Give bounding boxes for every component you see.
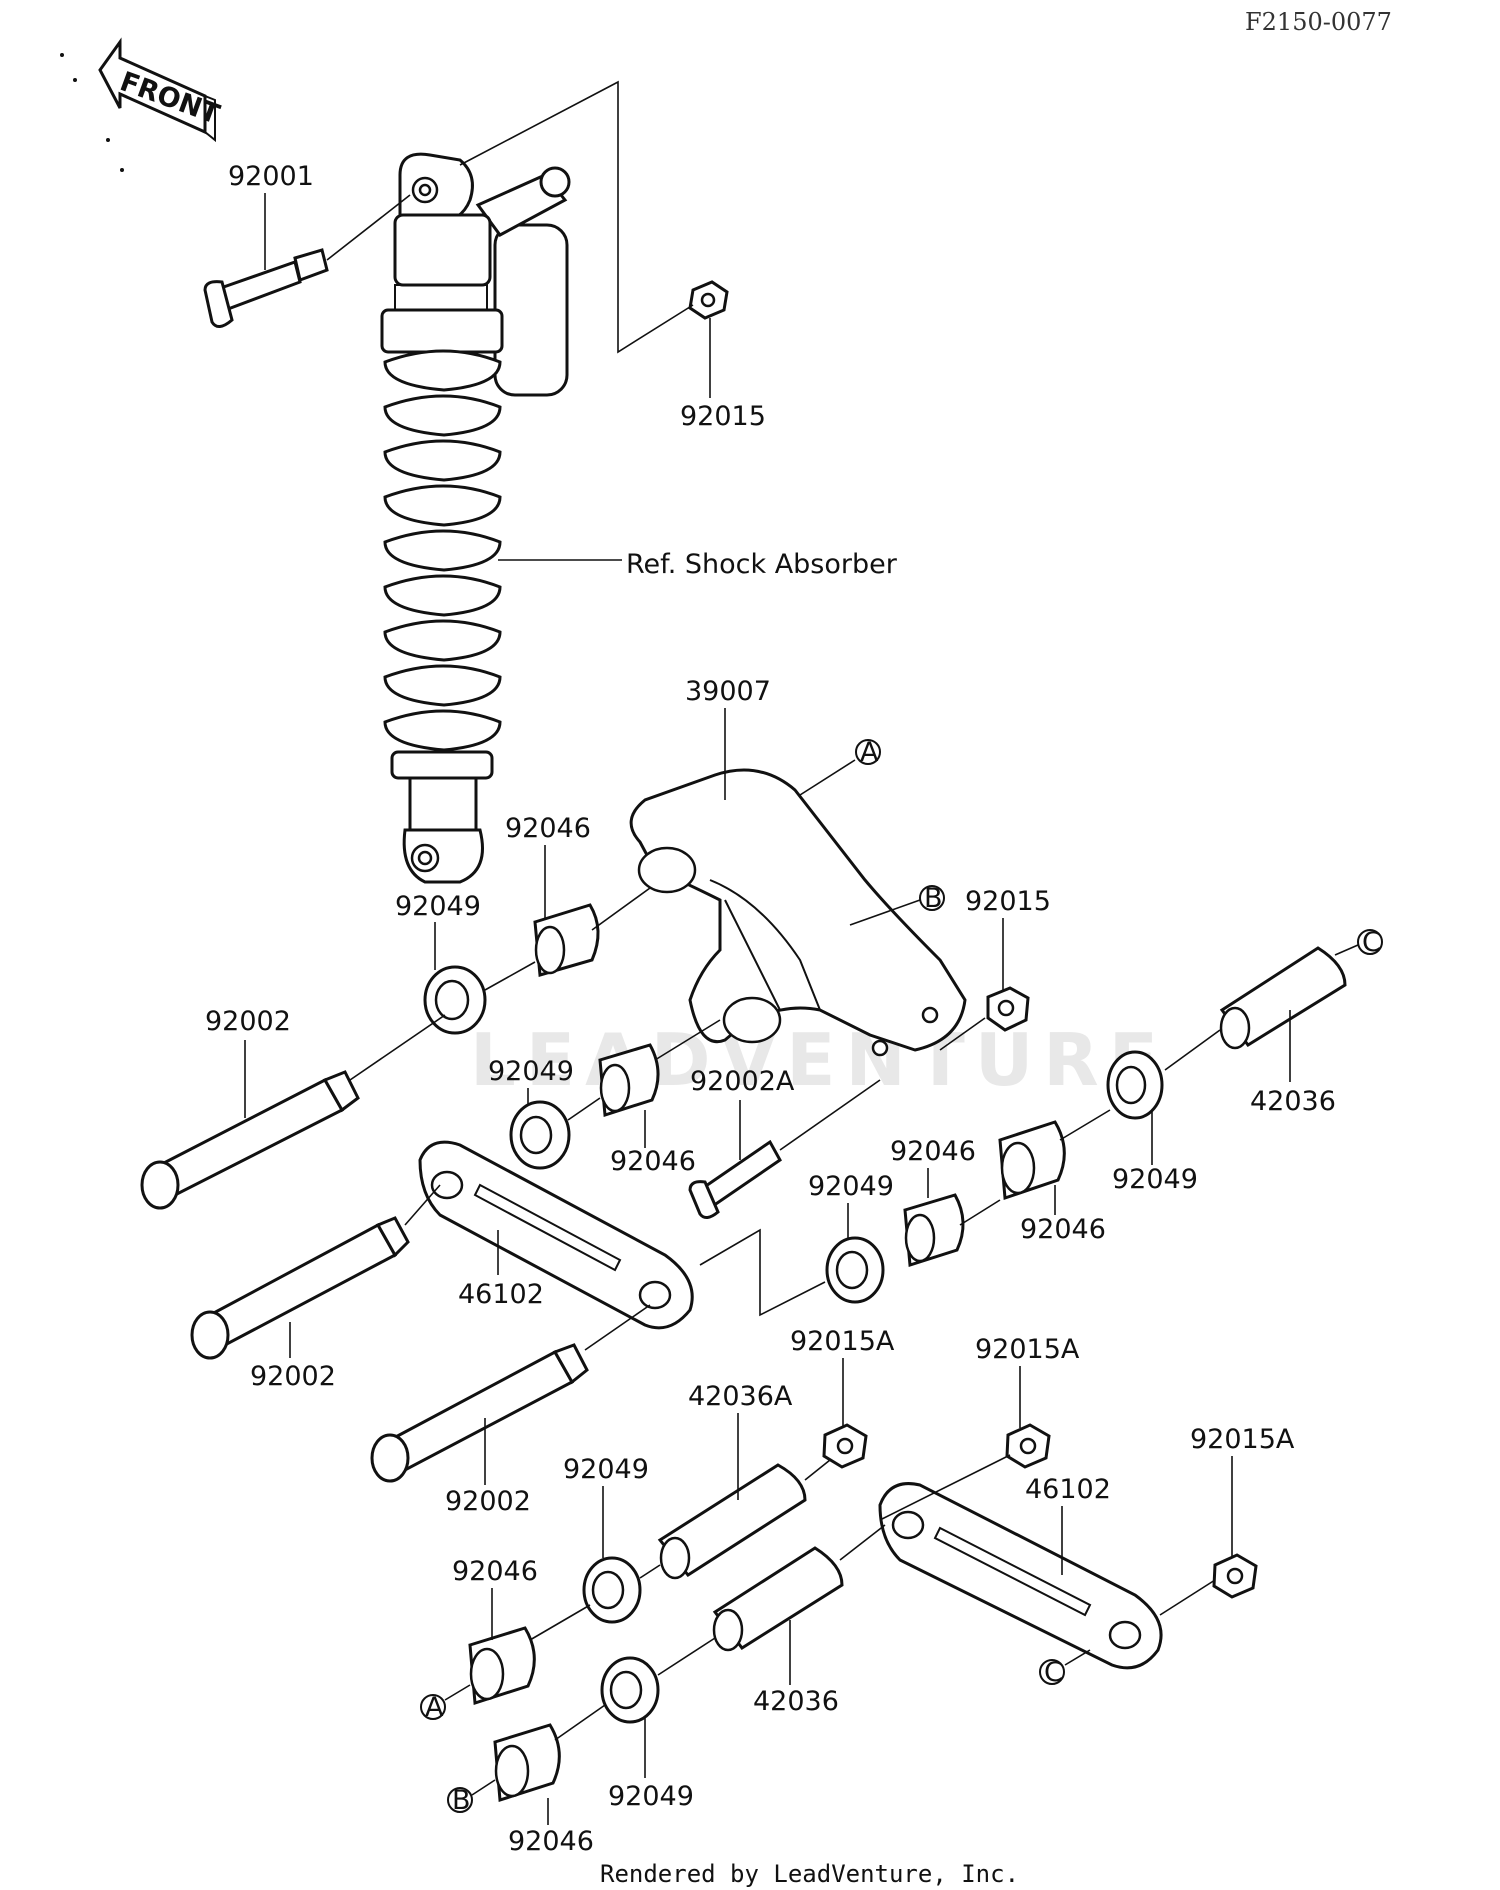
label-92001: 92001 <box>228 161 314 192</box>
label-92015A-c: 92015A <box>1190 1424 1295 1455</box>
callout-a-bottom <box>420 1694 446 1720</box>
label-92046-c: 92046 <box>890 1136 976 1167</box>
seal-92049-b <box>509 1100 571 1170</box>
callout-a-top-label: A <box>860 737 879 768</box>
label-42036A: 42036A <box>688 1381 793 1412</box>
pin-92002-a <box>140 1070 360 1210</box>
seal-92049-d <box>1106 1050 1164 1120</box>
ref-shock-absorber-label: Ref. Shock Absorber <box>626 549 898 580</box>
label-92002A: 92002A <box>690 1066 795 1097</box>
label-92046-d: 92046 <box>1020 1214 1106 1245</box>
label-92002-a: 92002 <box>205 1006 291 1037</box>
callout-b-bottom <box>447 1787 473 1813</box>
label-42036-a: 42036 <box>1250 1086 1336 1117</box>
label-92049-a: 92049 <box>395 891 481 922</box>
collar-92046-c <box>903 1193 965 1267</box>
label-92049-b: 92049 <box>488 1056 574 1087</box>
front-arrow-icon: FRONT <box>60 37 224 172</box>
label-42036-b: 42036 <box>753 1686 839 1717</box>
seal-92049-c <box>825 1236 885 1304</box>
label-92049-d: 92049 <box>1112 1164 1198 1195</box>
collar-92046-a <box>533 903 600 977</box>
bolt-92002A <box>688 1139 782 1219</box>
label-92002-c: 92002 <box>445 1486 531 1517</box>
callout-b-top <box>919 885 945 911</box>
collar-92046-b <box>598 1043 660 1117</box>
label-92049-e: 92049 <box>563 1454 649 1485</box>
nut-92015-top <box>688 280 729 320</box>
callout-c-bottom <box>1039 1659 1065 1685</box>
seal-92049-f <box>600 1656 660 1724</box>
sleeve-42036A <box>657 1463 807 1580</box>
label-92046-b: 92046 <box>610 1146 696 1177</box>
label-92015A-a: 92015A <box>790 1326 895 1357</box>
callout-b-bottom-label: B <box>452 1785 471 1816</box>
watermark: LEADVENTURE <box>470 1018 1168 1102</box>
label-92002-b: 92002 <box>250 1361 336 1392</box>
pin-92002-c <box>370 1343 589 1483</box>
arm-39007 <box>629 768 967 1057</box>
bolt-92001 <box>203 194 411 328</box>
label-92015-top: 92015 <box>680 401 766 432</box>
callout-b-top-label: B <box>924 883 943 914</box>
sleeve-42036-a <box>1219 946 1347 1050</box>
label-92049-c: 92049 <box>808 1171 894 1202</box>
label-92015-mid: 92015 <box>965 886 1051 917</box>
footer-credit: Rendered by LeadVenture, Inc. <box>600 1860 1019 1888</box>
callout-c-top <box>1357 929 1383 955</box>
front-arrow-label: FRONT <box>116 66 224 131</box>
seal-92049-e <box>582 1556 642 1624</box>
label-92046-e: 92046 <box>452 1556 538 1587</box>
label-46102-a: 46102 <box>458 1279 544 1310</box>
spring-coils <box>383 349 502 752</box>
rod-46102-a <box>418 1140 694 1330</box>
nut-92015A-c <box>1212 1553 1258 1599</box>
label-92046-f: 92046 <box>508 1826 594 1857</box>
seal-92049-a <box>423 965 487 1035</box>
shock-absorber <box>380 152 571 884</box>
callout-a-bottom-label: A <box>425 1692 444 1723</box>
callout-c-bottom-label: C <box>1044 1657 1063 1688</box>
label-46102-b: 46102 <box>1025 1474 1111 1505</box>
label-39007: 39007 <box>685 676 771 707</box>
document-id: F2150-0077 <box>1245 8 1392 36</box>
callout-a-top <box>855 739 881 765</box>
nut-92015A-b <box>1005 1423 1051 1469</box>
collar-92046-e <box>468 1626 536 1706</box>
label-92015A-b: 92015A <box>975 1334 1080 1365</box>
label-92049-f: 92049 <box>608 1781 694 1812</box>
callout-c-top-label: C <box>1362 927 1381 958</box>
nut-92015A-a <box>822 1423 868 1469</box>
sleeve-42036-b <box>712 1546 844 1652</box>
rod-46102-b <box>878 1482 1163 1670</box>
nut-92015-mid <box>986 986 1030 1032</box>
label-92046-a: 92046 <box>505 813 591 844</box>
collar-92046-f <box>493 1723 561 1803</box>
collar-92046-d <box>998 1120 1066 1201</box>
pin-92002-b <box>190 1216 410 1360</box>
